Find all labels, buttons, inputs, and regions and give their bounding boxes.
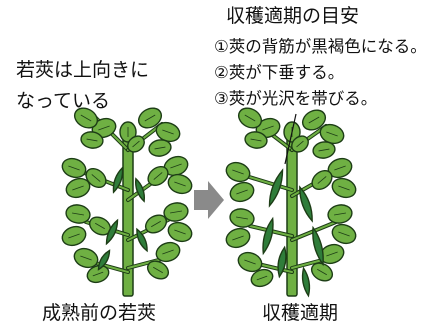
leaf-vein	[262, 125, 274, 131]
soybean-pod	[112, 166, 124, 194]
leaf-vein	[308, 116, 320, 124]
leaf-vein	[250, 138, 262, 142]
soybean-pod	[136, 227, 148, 253]
soybean-pod	[312, 225, 324, 267]
leaf-vein	[153, 266, 163, 274]
soybean-pod	[301, 266, 311, 298]
leaf-vein	[334, 165, 346, 171]
leaf-vein	[317, 176, 327, 184]
branch-fill	[245, 175, 293, 191]
leaf-vein	[244, 114, 256, 122]
leaf-vein	[174, 181, 186, 187]
leaf-vein	[334, 212, 346, 216]
leaf-vein	[174, 229, 186, 235]
leaf-vein	[326, 131, 338, 137]
branch-fill	[91, 261, 129, 273]
leaf-vein	[68, 165, 80, 171]
leaf-vein	[91, 174, 101, 182]
soybean-pod	[105, 218, 119, 246]
soybean-pod	[299, 185, 313, 223]
leaf-vein	[72, 212, 84, 216]
criterion-2: ②莢が下垂する。	[214, 63, 345, 82]
leaf-vein	[68, 233, 80, 239]
leaf-vein	[232, 235, 244, 241]
pointer-line	[284, 113, 297, 165]
mature-plant-drawing	[225, 107, 357, 298]
leaf-vein	[80, 114, 92, 122]
soybean-pod	[268, 168, 284, 208]
leaf-vein	[132, 140, 140, 148]
caption-before-maturity: 成熟前の若莢	[42, 302, 157, 324]
progress-arrow-icon	[194, 181, 224, 219]
leaf-vein	[232, 169, 244, 175]
leaf-vein	[236, 189, 248, 195]
leaf-vein	[244, 259, 256, 265]
leaf-vein	[338, 185, 350, 191]
leaf-vein	[256, 275, 268, 281]
leaf-vein	[317, 268, 327, 276]
criterion-1: ①莢の背筋が黒褐色になる。	[214, 37, 427, 56]
leaf-vein	[296, 140, 304, 148]
leaf-vein	[144, 114, 156, 122]
leaf-vein	[236, 216, 248, 220]
soybean-pod	[97, 249, 111, 271]
leaf-vein	[80, 255, 92, 261]
leaf-vein	[72, 185, 84, 191]
leaf-vein	[151, 220, 161, 228]
leaf-vein	[326, 251, 338, 257]
branch-fill	[257, 263, 293, 273]
criterion-3: ③莢が光沢を帯びる。	[214, 89, 378, 108]
young-plant-drawing	[61, 107, 193, 297]
leaf-vein	[162, 249, 174, 255]
leaf-vein	[86, 138, 98, 142]
leaf-vein	[318, 148, 330, 152]
leaf-vein	[153, 172, 163, 180]
leaf-vein	[92, 271, 104, 277]
soybean-pod	[134, 177, 146, 203]
young-pod-note-line-1: 若莢は上向きに	[16, 59, 150, 81]
leaf-vein	[95, 222, 105, 230]
soybean-pod	[262, 216, 274, 256]
leaf-vein	[170, 163, 182, 169]
soybean-pod	[277, 245, 287, 279]
caption-harvest-time: 収穫適期	[262, 302, 339, 324]
leaf-vein	[338, 231, 350, 237]
leaf-vein	[170, 210, 182, 214]
leaf-vein	[162, 129, 174, 135]
leaf-vein	[154, 146, 166, 150]
leaf-vein	[98, 125, 110, 131]
young-pod-note-line-2: なっている	[16, 90, 111, 112]
harvest-timing-heading: 収穫適期の目安	[226, 5, 360, 27]
